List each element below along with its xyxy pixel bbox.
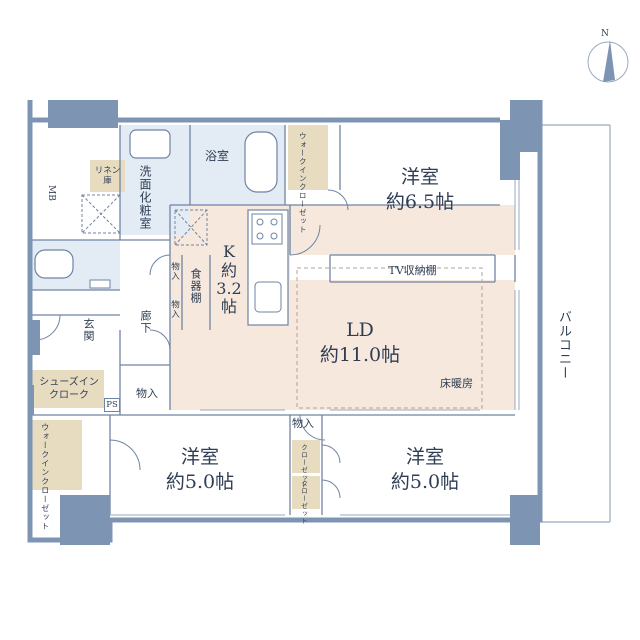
floor-heating-area (296, 267, 483, 409)
tv-storage-label: TV収納棚 (388, 263, 437, 277)
room-bedroom-left: 洋室 約5.0帖 (140, 445, 260, 495)
fridge-space (174, 209, 208, 246)
compass-label: N (601, 29, 609, 39)
storage-entry-label: 物入 (136, 387, 158, 400)
cooktop-burners (256, 218, 278, 240)
sink (254, 281, 282, 313)
ld-dining-zone (290, 280, 515, 410)
room-bedroom-right: 洋室 約5.0帖 (365, 445, 485, 495)
balcony-label: バルコニー (556, 310, 571, 380)
walkin-top-fill (288, 125, 328, 190)
ps-label: PS (104, 398, 120, 412)
closet-label-2: クローゼット (299, 480, 308, 525)
toilet-sink (89, 279, 111, 289)
door-swings (34, 189, 349, 499)
linen-label: リネン庫 (90, 160, 125, 192)
storage-hall-label: 物入 (292, 417, 314, 430)
dish-shelf-label: 食器棚 (189, 268, 202, 304)
shoes-in-line2: クローク (49, 390, 89, 401)
compass-icon (587, 40, 629, 83)
room-kitchen: K 約 3.2 帖 (212, 242, 246, 317)
entrance-label: 玄関 (82, 318, 95, 342)
shoes-in-label: シューズイン クローク (36, 376, 102, 402)
room-size: 約5.0帖 (165, 471, 235, 493)
storage-k1-label: 物入 (169, 262, 180, 281)
linen-text: リネン庫 (94, 165, 121, 186)
hallway-label: 廊下 (139, 310, 152, 334)
washer-space (81, 194, 121, 234)
walkin-top-label: ウォークインクローゼット (298, 132, 308, 234)
walkin-left-fill (30, 420, 82, 490)
closet-fill-2 (292, 476, 320, 509)
room-size-number: 3.2 (216, 279, 242, 298)
room-ld: LD 約11.0帖 (300, 318, 420, 368)
floor-heating-label: 床暖房 (440, 377, 473, 390)
storage-k2-label: 物入 (169, 300, 180, 319)
bathtub (244, 131, 278, 193)
room-size: 約11.0帖 (319, 344, 401, 366)
linen-fill (90, 160, 125, 192)
cooktop (251, 213, 283, 245)
columns (28, 100, 540, 545)
room-name: K (223, 242, 235, 262)
room-name: LD (346, 319, 374, 342)
closet-label-1: クローゼット (299, 444, 308, 489)
interior-lines (30, 125, 516, 515)
room-size-unit: 帖 (220, 297, 237, 317)
room-size: 約 (220, 260, 237, 280)
room-name: 洋室 (400, 166, 439, 189)
washbasin (129, 129, 171, 159)
bath-label: 浴室 (205, 149, 230, 163)
room-size: 約6.5帖 (385, 191, 455, 213)
shoes-in-fill (32, 370, 104, 408)
washroom-label: 洗面化粧室 (138, 165, 152, 230)
shoes-in-line1: シューズイン (39, 377, 99, 388)
room-name: 洋室 (180, 446, 219, 469)
room-bedroom-top: 洋室 約6.5帖 (360, 165, 480, 215)
toilet (34, 249, 74, 279)
room-size: 約5.0帖 (390, 471, 460, 493)
room-name: 洋室 (405, 446, 444, 469)
balcony-area (540, 124, 611, 523)
walkin-left-label: ウォークインクローゼット (40, 423, 50, 531)
closet-fill-1 (292, 440, 320, 473)
mb-label: MB (46, 185, 56, 201)
